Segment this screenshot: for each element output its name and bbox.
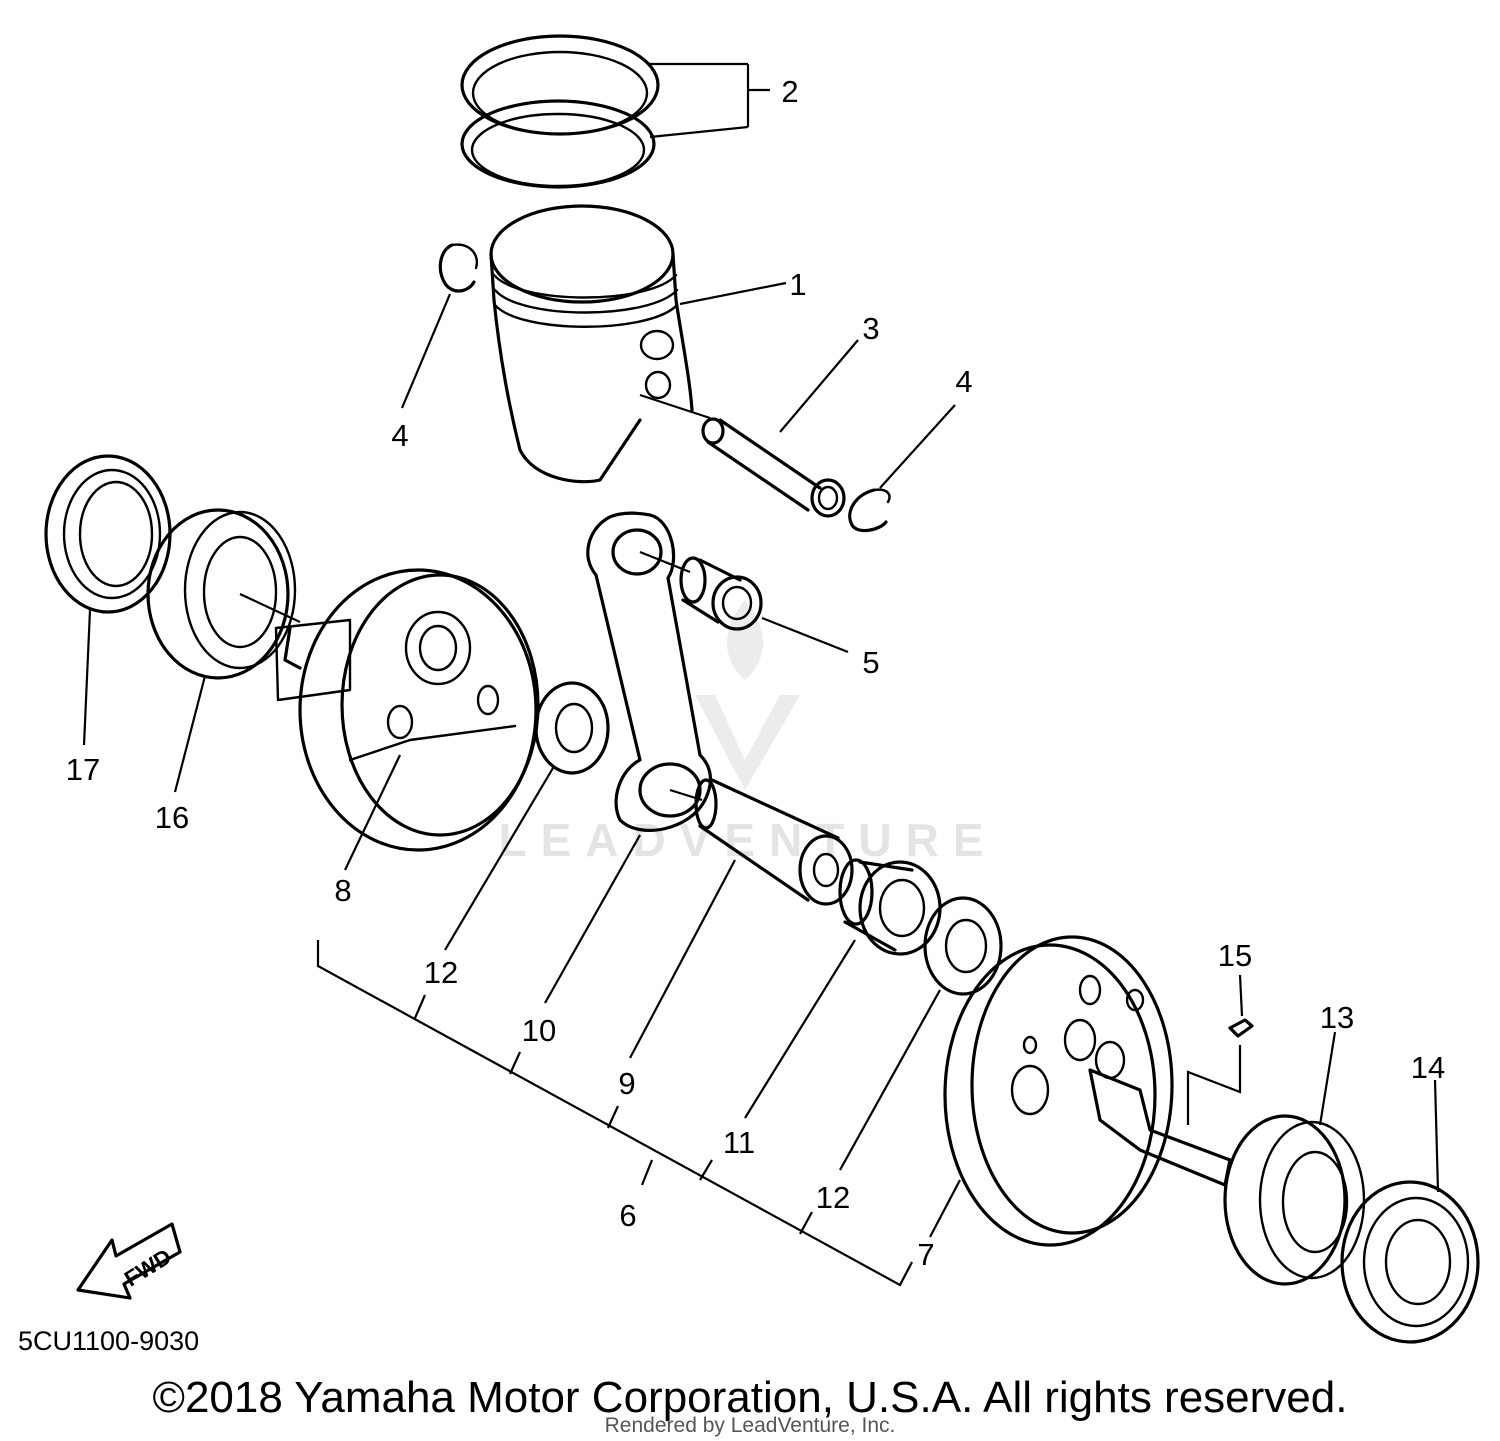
callout-c1: 1 <box>789 267 806 302</box>
part-12-washer-left <box>444 681 610 951</box>
part-7-crank-half-right <box>929 935 1232 1247</box>
callout-c9: 9 <box>618 1066 635 1101</box>
diagram-code: 5CU1100-9030 <box>18 1326 200 1356</box>
part-4-clip-left <box>400 243 479 409</box>
callout-c17: 17 <box>66 752 100 787</box>
part-16-bearing <box>146 508 301 793</box>
copyright-notice: ©2018 Yamaha Motor Corporation, U.S.A. A… <box>152 1373 1348 1422</box>
part-5-small-end-bearing <box>639 550 849 654</box>
callout-c4a: 4 <box>391 418 408 453</box>
part-11-big-end-bearing <box>744 858 942 1119</box>
callout-c10: 10 <box>522 1013 556 1048</box>
fwd-label: FWD <box>120 1244 176 1292</box>
watermark-text: LEADVENTURE <box>498 814 997 866</box>
callout-c7: 7 <box>917 1237 934 1272</box>
part-17-oil-seal <box>44 454 172 746</box>
callout-c5: 5 <box>862 645 879 680</box>
callout-c8: 8 <box>334 873 351 908</box>
watermark-flame-icon <box>726 600 764 680</box>
fwd-arrow-icon: FWD <box>76 1222 182 1300</box>
part-12-washer-right <box>839 896 1003 1171</box>
part-1-piston <box>489 204 787 484</box>
watermark-v-icon <box>695 695 800 790</box>
part-4-clip-right <box>848 404 956 533</box>
callout-c15: 15 <box>1218 938 1252 973</box>
part-2-piston-rings <box>460 34 770 189</box>
part-6-assembly-bracket <box>316 940 913 1287</box>
callout-c16: 16 <box>155 800 189 835</box>
part-8-crank-half-left <box>274 568 540 871</box>
watermark: LEADVENTURE <box>498 600 997 866</box>
part-13-bearing <box>1223 1031 1366 1286</box>
callout-c2: 2 <box>781 74 798 109</box>
rendered-by-notice: Rendered by LeadVenture, Inc. <box>604 1414 896 1437</box>
part-15-woodruff-key <box>1186 974 1254 1125</box>
callout-c3: 3 <box>862 311 879 346</box>
callout-c11: 11 <box>723 1125 755 1160</box>
part-3-piston-pin <box>639 339 859 518</box>
callout-c12a: 12 <box>424 955 458 990</box>
callout-c12b: 12 <box>816 1180 850 1215</box>
part-14-oil-seal <box>1340 1079 1480 1344</box>
part-10-connecting-rod <box>544 511 713 1004</box>
callout-c4b: 4 <box>955 364 972 399</box>
callout-c6: 6 <box>619 1198 636 1233</box>
callout-c13: 13 <box>1320 1000 1354 1035</box>
part-9-crank-pin <box>629 778 854 1059</box>
callout-c14: 14 <box>1411 1050 1445 1085</box>
